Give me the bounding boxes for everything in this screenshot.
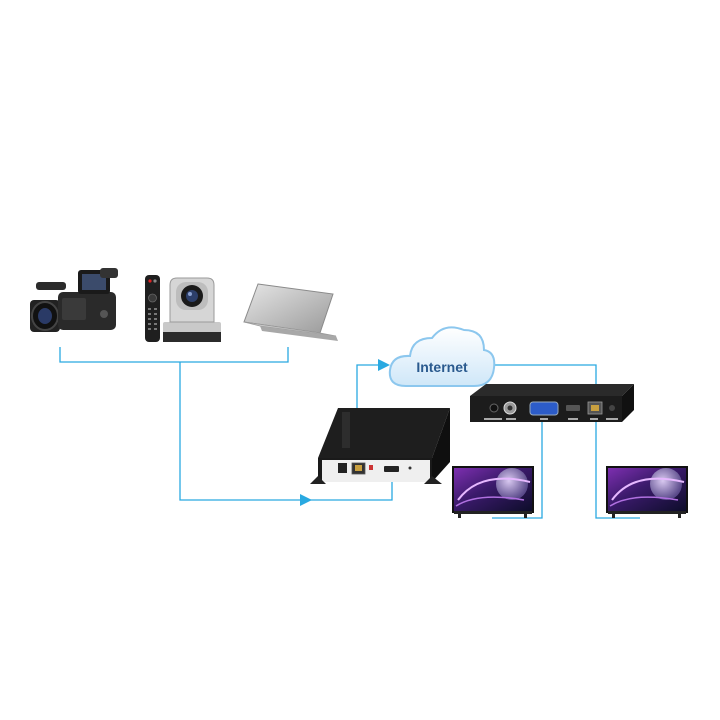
camcorder-icon — [30, 268, 118, 332]
tv-left-icon — [452, 466, 534, 518]
decoder-port-markings — [484, 418, 618, 420]
hdmi-to-encoder-line — [310, 476, 393, 501]
sources-to-encoder-line — [179, 362, 300, 501]
decoder-to-tv-left-line — [492, 422, 543, 519]
cloud-label: Internet — [416, 359, 468, 375]
remote-control-icon — [145, 275, 160, 342]
internet-cloud-icon: Internet — [388, 326, 496, 387]
tv-right-icon — [606, 466, 688, 518]
laptop-icon — [243, 283, 338, 341]
decoder-to-tv-right-line — [595, 422, 640, 519]
decoder-box-icon — [470, 384, 634, 422]
arrow-to-cloud-icon — [378, 359, 390, 371]
ptz-camera-icon — [163, 277, 221, 342]
sources-bus-line — [59, 347, 289, 363]
encoder-box-icon — [310, 408, 450, 484]
arrow-to-encoder-icon — [300, 494, 312, 506]
